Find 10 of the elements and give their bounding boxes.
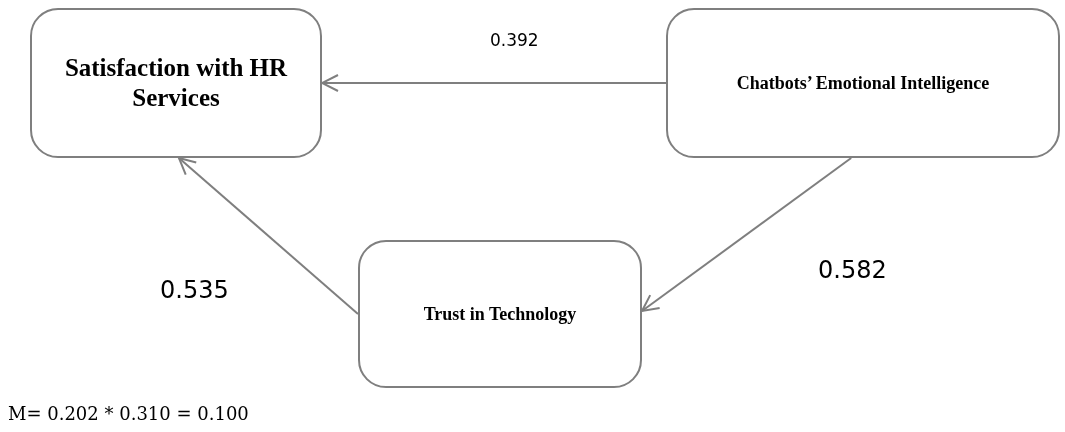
- box-label: Trust in Technology: [423, 303, 577, 325]
- rounded-box: [30, 8, 322, 158]
- box-label: Satisfaction with HR Services: [63, 53, 289, 113]
- arrow: [641, 157, 853, 313]
- rounded-box: [358, 240, 642, 388]
- arrow: [321, 74, 667, 92]
- box-label: Chatbots’ Emotional Intelligence: [736, 72, 990, 94]
- rounded-box: [666, 8, 1060, 158]
- arrow: [177, 157, 359, 315]
- formula-note: M= 0.202 * 0.310 = 0.100: [8, 402, 249, 426]
